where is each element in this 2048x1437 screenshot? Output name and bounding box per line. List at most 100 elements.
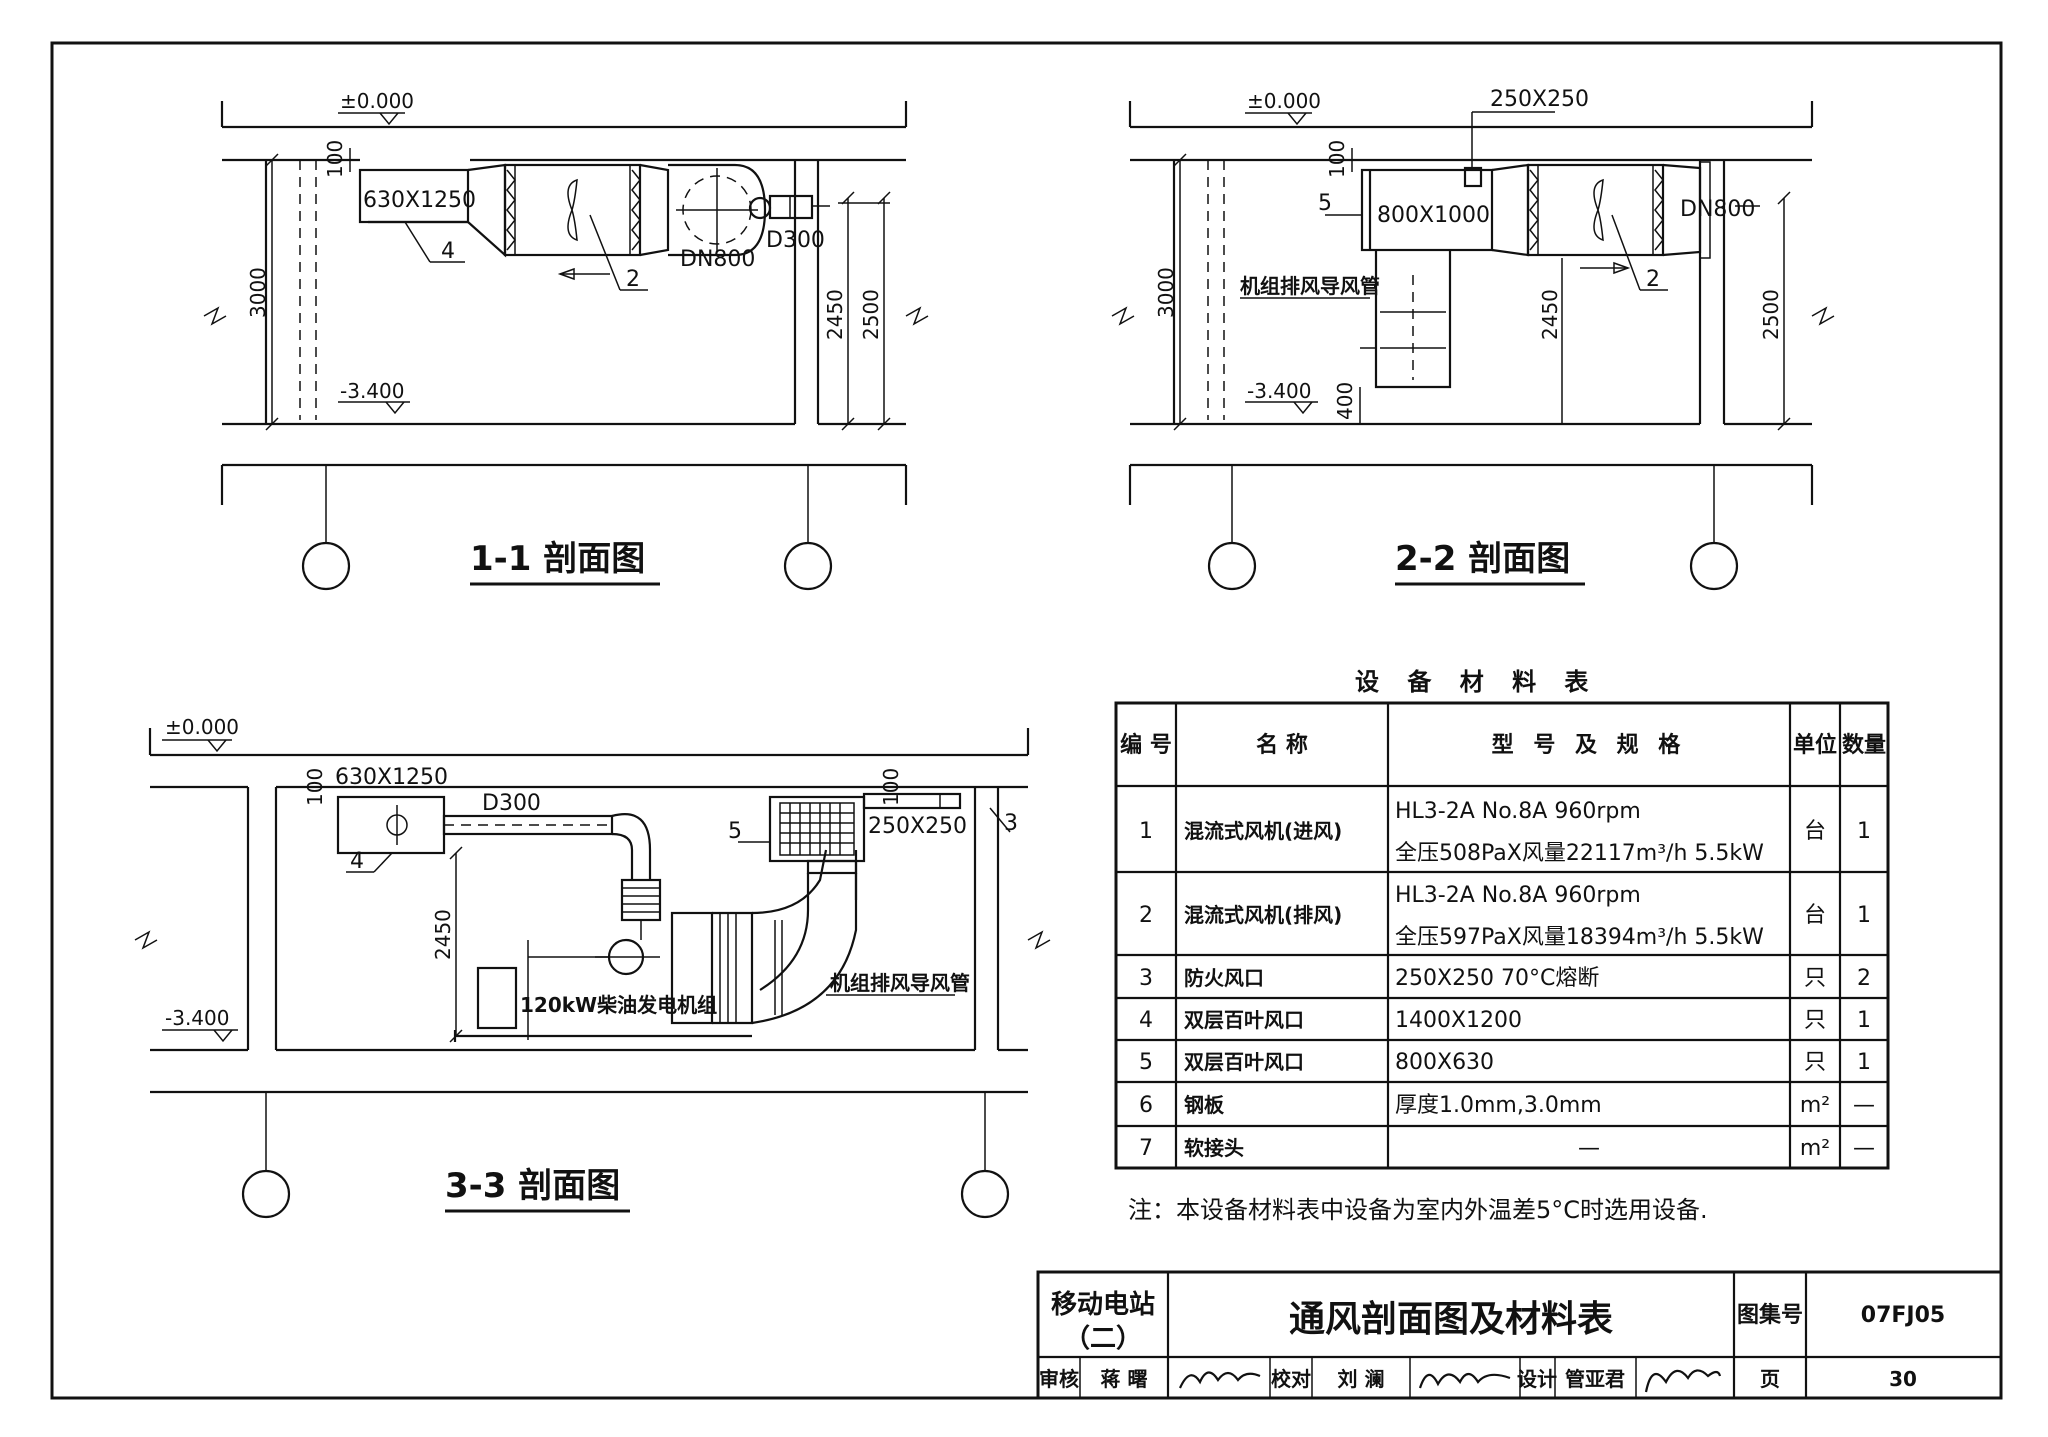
table-title: 设 备 材 料 表 bbox=[1355, 668, 1598, 696]
checker-name: 刘 澜 bbox=[1338, 1367, 1385, 1391]
table-row-2-qty: 1 bbox=[1857, 903, 1871, 928]
project-name-line1: 移动电站 bbox=[1051, 1290, 1155, 1320]
atlas-number: 07FJ05 bbox=[1861, 1303, 1945, 1328]
atlas-label: 图集号 bbox=[1737, 1302, 1803, 1328]
table-note: 注：本设备材料表中设备为室内外温差5°C时选用设备. bbox=[1128, 1196, 1708, 1224]
table-row-1-name: 混流式风机(进风) bbox=[1184, 819, 1342, 843]
table-row-6-no: 6 bbox=[1139, 1093, 1153, 1118]
s11-axis-bubble-right bbox=[783, 541, 833, 591]
table-row-2-name: 混流式风机(排风) bbox=[1184, 903, 1342, 927]
table-row-1-unit: 台 bbox=[1804, 819, 1826, 844]
table-row-2-spec-1: HL3-2A No.8A 960rpm bbox=[1395, 883, 1641, 908]
designer-signature bbox=[1644, 1369, 1722, 1393]
s11-d300: D300 bbox=[766, 228, 825, 253]
table-header-spec: 型 号 及 规 格 bbox=[1492, 732, 1687, 758]
s33-level-bottom: -3.400 bbox=[165, 1006, 229, 1030]
s33-d300: D300 bbox=[482, 791, 541, 816]
s22-axis-bubble-right bbox=[1689, 541, 1739, 591]
s22-tag-2: 2 bbox=[1646, 267, 1660, 292]
review-label: 审核 bbox=[1039, 1367, 1079, 1391]
table-row-3-name: 防火风口 bbox=[1184, 966, 1264, 990]
s11-dim-2450: 2450 bbox=[823, 289, 847, 340]
s33-dim-100a: 100 bbox=[303, 768, 327, 806]
s11-title: 1-1 剖面图 bbox=[470, 539, 645, 579]
s11-dim-100: 100 bbox=[323, 140, 347, 178]
s33-generator-label: 120kW柴油发电机组 bbox=[520, 993, 717, 1017]
s22-dim-400: 400 bbox=[1333, 382, 1357, 420]
table-row-5-qty: 1 bbox=[1857, 1050, 1871, 1075]
sheet-border bbox=[50, 41, 2003, 1400]
table-header-unit: 单位 bbox=[1793, 732, 1837, 758]
table-row-7-spec: — bbox=[1578, 1136, 1600, 1161]
page-number: 30 bbox=[1889, 1367, 1917, 1391]
table-row-1-no: 1 bbox=[1139, 819, 1153, 844]
s22-dim-3000: 3000 bbox=[1154, 267, 1178, 318]
s33-level-top: ±0.000 bbox=[165, 715, 239, 739]
section-2-2: ±0.000 3000 -3.400 250X250 100 800X bbox=[1111, 87, 1835, 591]
table-row-1-spec-2: 全压508PaX风量22117m³/h 5.5kW bbox=[1395, 841, 1764, 866]
s22-dim-100: 100 bbox=[1325, 140, 1349, 178]
s22-level-bottom: -3.400 bbox=[1247, 379, 1311, 403]
s33-dim-100b: 100 bbox=[879, 768, 903, 806]
reviewer-signature bbox=[1178, 1371, 1261, 1389]
s22-dim-2450: 2450 bbox=[1538, 289, 1562, 340]
s33-axis-bubble-right bbox=[960, 1169, 1010, 1219]
table-row-5-unit: 只 bbox=[1804, 1050, 1826, 1075]
table-row-6-qty: — bbox=[1853, 1093, 1875, 1118]
s22-tag-5: 5 bbox=[1318, 191, 1332, 216]
s11-tag-2: 2 bbox=[626, 267, 640, 292]
table-row-7-name: 软接头 bbox=[1184, 1136, 1244, 1160]
page-label: 页 bbox=[1760, 1367, 1780, 1391]
s11-dn800: DN800 bbox=[680, 247, 755, 272]
table-row-6-unit: m² bbox=[1800, 1093, 1830, 1118]
s22-dn800: DN800 bbox=[1680, 197, 1755, 222]
table-row-7-qty: — bbox=[1853, 1136, 1875, 1161]
s11-dim-2500: 2500 bbox=[859, 289, 883, 340]
reviewer-name: 蒋 曙 bbox=[1101, 1367, 1148, 1391]
project-name-line2: （二） bbox=[1064, 1324, 1142, 1354]
s11-tag-4: 4 bbox=[441, 239, 455, 264]
table-row-3-no: 3 bbox=[1139, 966, 1153, 991]
s22-louver-size: 800X1000 bbox=[1377, 203, 1490, 228]
table-row-5-spec: 800X630 bbox=[1395, 1050, 1494, 1075]
table-header-no: 编 号 bbox=[1120, 732, 1172, 758]
table-row-3-spec: 250X250 70°C熔断 bbox=[1395, 966, 1599, 991]
design-label: 设计 bbox=[1517, 1367, 1557, 1391]
table-header-name: 名 称 bbox=[1256, 732, 1308, 758]
table-row-7-unit: m² bbox=[1800, 1136, 1830, 1161]
table-row-6-spec: 厚度1.0mm,3.0mm bbox=[1395, 1093, 1602, 1118]
s22-axis-bubble-left bbox=[1207, 541, 1257, 591]
s33-exhaust-duct-label: 机组排风导风管 bbox=[830, 971, 970, 995]
s22-exhaust-duct-label: 机组排风导风管 bbox=[1240, 274, 1380, 298]
s22-title: 2-2 剖面图 bbox=[1395, 539, 1570, 579]
title-block: 移动电站 （二） 通风剖面图及材料表 图集号 07FJ05 审核 蒋 曙 校对 … bbox=[1036, 1270, 2003, 1400]
s11-level-bottom: -3.400 bbox=[340, 379, 404, 403]
table-row-2-spec-2: 全压597PaX风量18394m³/h 5.5kW bbox=[1395, 925, 1764, 950]
check-label: 校对 bbox=[1271, 1367, 1311, 1391]
s33-dim-2450: 2450 bbox=[431, 909, 455, 960]
table-row-7-no: 7 bbox=[1139, 1136, 1153, 1161]
s22-dim-2500: 2500 bbox=[1759, 289, 1783, 340]
section-1-1: ±0.000 3000 -3.400 100 6 bbox=[203, 89, 929, 591]
table-row-4-unit: 只 bbox=[1804, 1008, 1826, 1033]
table-row-3-unit: 只 bbox=[1804, 966, 1826, 991]
table-row-5-name: 双层百叶风口 bbox=[1184, 1050, 1304, 1074]
s33-title: 3-3 剖面图 bbox=[445, 1166, 620, 1206]
checker-signature bbox=[1418, 1372, 1511, 1389]
drawing-title: 通风剖面图及材料表 bbox=[1289, 1299, 1613, 1340]
table-row-4-spec: 1400X1200 bbox=[1395, 1008, 1522, 1033]
s11-level-top: ±0.000 bbox=[340, 89, 414, 113]
s33-louver-size: 630X1250 bbox=[335, 765, 448, 790]
s33-damper-size: 250X250 bbox=[868, 814, 967, 839]
table-row-3-qty: 2 bbox=[1857, 966, 1871, 991]
s11-axis-bubble-left bbox=[301, 541, 351, 591]
table-row-6-name: 钢板 bbox=[1184, 1093, 1225, 1117]
s11-louver-size: 630X1250 bbox=[363, 188, 476, 213]
table-header-qty: 数量 bbox=[1842, 732, 1886, 758]
table-row-4-name: 双层百叶风口 bbox=[1184, 1008, 1304, 1032]
table-row-2-unit: 台 bbox=[1804, 903, 1826, 928]
s22-damper-size: 250X250 bbox=[1490, 87, 1589, 112]
table-row-1-spec-1: HL3-2A No.8A 960rpm bbox=[1395, 799, 1641, 824]
table-row-5-no: 5 bbox=[1139, 1050, 1153, 1075]
